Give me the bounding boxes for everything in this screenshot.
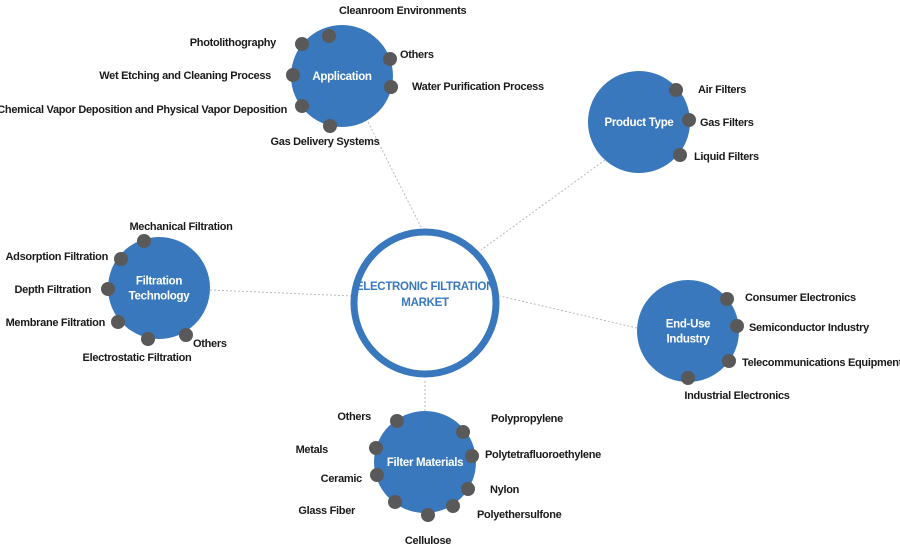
- bullet-dot-icon: [388, 495, 402, 509]
- bullet-dot-icon: [101, 282, 115, 296]
- core-node: ELECTRONIC FILTRATION MARKET: [350, 228, 500, 378]
- connector-end-use-industry: [499, 295, 638, 329]
- bullet-dot-icon: [446, 499, 460, 513]
- bullet-dot-icon: [141, 332, 155, 346]
- segment-item-label: Ceramic: [321, 473, 362, 485]
- segment-item-label: Mechanical Filtration: [129, 221, 233, 233]
- segment-item-label: Gas Filters: [700, 117, 754, 129]
- bullet-dot-icon: [323, 119, 337, 133]
- bullet-dot-icon: [461, 482, 475, 496]
- segment-item-label: Polytetrafluoroethylene: [485, 449, 601, 461]
- segment-item-label: Metals: [296, 444, 329, 456]
- segment-item-label: Industrial Electronics: [684, 390, 789, 402]
- segment-item-label: Consumer Electronics: [745, 292, 856, 304]
- segment-item-label: Polypropylene: [491, 413, 563, 425]
- segment-item-label: Liquid Filters: [694, 151, 759, 163]
- bullet-dot-icon: [722, 354, 736, 368]
- bullet-dot-icon: [322, 29, 336, 43]
- segment-item-label: Telecommunications Equipment: [742, 357, 900, 369]
- hub-circle-application: [291, 25, 393, 127]
- segment-item-label: Cellulose: [405, 535, 451, 547]
- bullet-dot-icon: [421, 508, 435, 522]
- hub-circle-end-use-industry: [637, 280, 739, 382]
- segment-item-label: Nylon: [490, 484, 520, 496]
- segment-application: Application Cleanroom EnvironmentsPhotoli…: [0, 5, 544, 148]
- segment-item-label: Gas Delivery Systems: [271, 136, 380, 148]
- hub-circle-product-type: [588, 71, 690, 173]
- hub-circle-filter-materials: [374, 411, 476, 513]
- segment-item-label: Air Filters: [698, 84, 746, 96]
- bullet-dot-icon: [370, 468, 384, 482]
- segment-item-label: Chemical Vapor Deposition and Physical V…: [0, 104, 288, 116]
- hub-title-end-use-industry: Industry: [667, 334, 711, 346]
- segment-item-label: Polyethersulfone: [477, 509, 562, 521]
- bullet-dot-icon: [465, 449, 479, 463]
- segment-filter-materials: Filter Materials OthersMetalsCeramicGlass…: [296, 411, 601, 547]
- segment-item-label: Water Purification Process: [412, 81, 544, 93]
- bullet-dot-icon: [114, 252, 128, 266]
- segment-hubs: Application Cleanroom EnvironmentsPhotoli…: [0, 5, 900, 547]
- segment-item-label: Cleanroom Environments: [339, 5, 466, 17]
- bullet-dot-icon: [720, 292, 734, 306]
- hub-title-application: Application: [312, 71, 372, 83]
- core-title-line-1: ELECTRONIC FILTRATION: [356, 281, 494, 293]
- core-ring: [350, 228, 500, 378]
- bullet-dot-icon: [384, 80, 398, 94]
- bullet-dot-icon: [295, 99, 309, 113]
- hub-title-end-use-industry: End-Use: [666, 319, 711, 331]
- core-title-line-2: MARKET: [401, 297, 449, 309]
- segment-item-label: Others: [337, 411, 371, 423]
- bullet-dot-icon: [383, 52, 397, 66]
- bullet-dot-icon: [456, 425, 470, 439]
- bullet-dot-icon: [681, 371, 695, 385]
- segment-item-label: Depth Filtration: [15, 284, 92, 296]
- segment-item-label: Others: [400, 49, 434, 61]
- segment-item-label: Membrane Filtration: [6, 317, 106, 329]
- bullet-dot-icon: [369, 441, 383, 455]
- segment-item-label: Photolithography: [190, 37, 277, 49]
- hub-title-filtration-technology: Technology: [129, 291, 191, 303]
- bullet-dot-icon: [179, 328, 193, 342]
- bullet-dot-icon: [682, 113, 696, 127]
- bullet-dot-icon: [390, 414, 404, 428]
- segment-item-label: Others: [193, 338, 227, 350]
- segment-item-label: Semiconductor Industry: [749, 322, 870, 334]
- connectors: [209, 121, 638, 411]
- bullet-dot-icon: [673, 148, 687, 162]
- bullet-dot-icon: [286, 68, 300, 82]
- segment-item-label: Electrostatic Filtration: [83, 352, 193, 364]
- segment-item-label: Wet Etching and Cleaning Process: [99, 70, 271, 82]
- segment-item-label: Glass Fiber: [298, 505, 356, 517]
- bullet-dot-icon: [137, 234, 151, 248]
- hub-title-filtration-technology: Filtration: [136, 276, 182, 288]
- connector-product-type: [480, 159, 606, 251]
- bullet-dot-icon: [730, 319, 744, 333]
- connector-filtration-technology: [209, 289, 354, 297]
- bullet-dot-icon: [295, 37, 309, 51]
- segment-item-label: Adsorption Filtration: [6, 251, 109, 263]
- hub-circle-filtration-technology: [108, 237, 210, 339]
- hub-title-product-type: Product Type: [604, 117, 673, 129]
- hub-title-filter-materials: Filter Materials: [387, 457, 463, 469]
- bullet-dot-icon: [111, 315, 125, 329]
- bullet-dot-icon: [669, 83, 683, 97]
